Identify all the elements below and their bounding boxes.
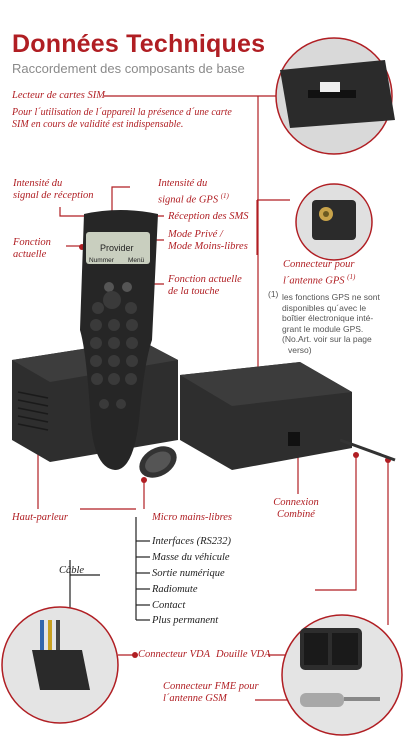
- cable-label: Câble: [59, 565, 85, 576]
- gps-footnote-marker: (1): [268, 289, 279, 299]
- cable-item: Contact: [152, 600, 186, 611]
- vda-connector-label: Connecteur VDA: [138, 649, 211, 660]
- hands-free-mic-label: Micro mains-libres: [152, 512, 233, 523]
- speaker-label: Haut-parleur: [12, 512, 68, 523]
- cable-item: Plus permanent: [152, 615, 219, 626]
- electronic-box: [180, 362, 396, 470]
- microphone: [139, 446, 177, 478]
- sim-description: Pour l´utilisation de l´appareil la prés…: [12, 107, 232, 130]
- cable-item: Masse du véhicule: [152, 552, 230, 563]
- cable-item: Sortie numérique: [152, 568, 225, 579]
- handset-softkey-right: Menü: [128, 257, 145, 264]
- handset-screen-provider: Provider: [100, 243, 134, 253]
- vda-connector-detail: [1, 606, 119, 724]
- mode-label: Mode Privé /Mode Moins-libres: [168, 229, 248, 252]
- cable-item: Radiomute: [152, 584, 198, 595]
- cable-item: Interfaces (RS232): [152, 536, 232, 547]
- handset-softkey-left: Nummer: [89, 257, 114, 264]
- sim-detail: [275, 37, 395, 155]
- vda-socket-label: Douille VDA: [216, 649, 271, 660]
- page-subtitle: Raccordement des composants de base: [12, 61, 245, 76]
- page-title: Données Techniques: [12, 30, 266, 58]
- sms-reception-label: Réception des SMS: [168, 211, 249, 222]
- gps-connector-detail: [295, 183, 373, 261]
- vda-socket-detail: [281, 614, 403, 736]
- handset: [80, 210, 158, 470]
- sim-reader-label: Lecteur de cartes SIM: [12, 90, 106, 101]
